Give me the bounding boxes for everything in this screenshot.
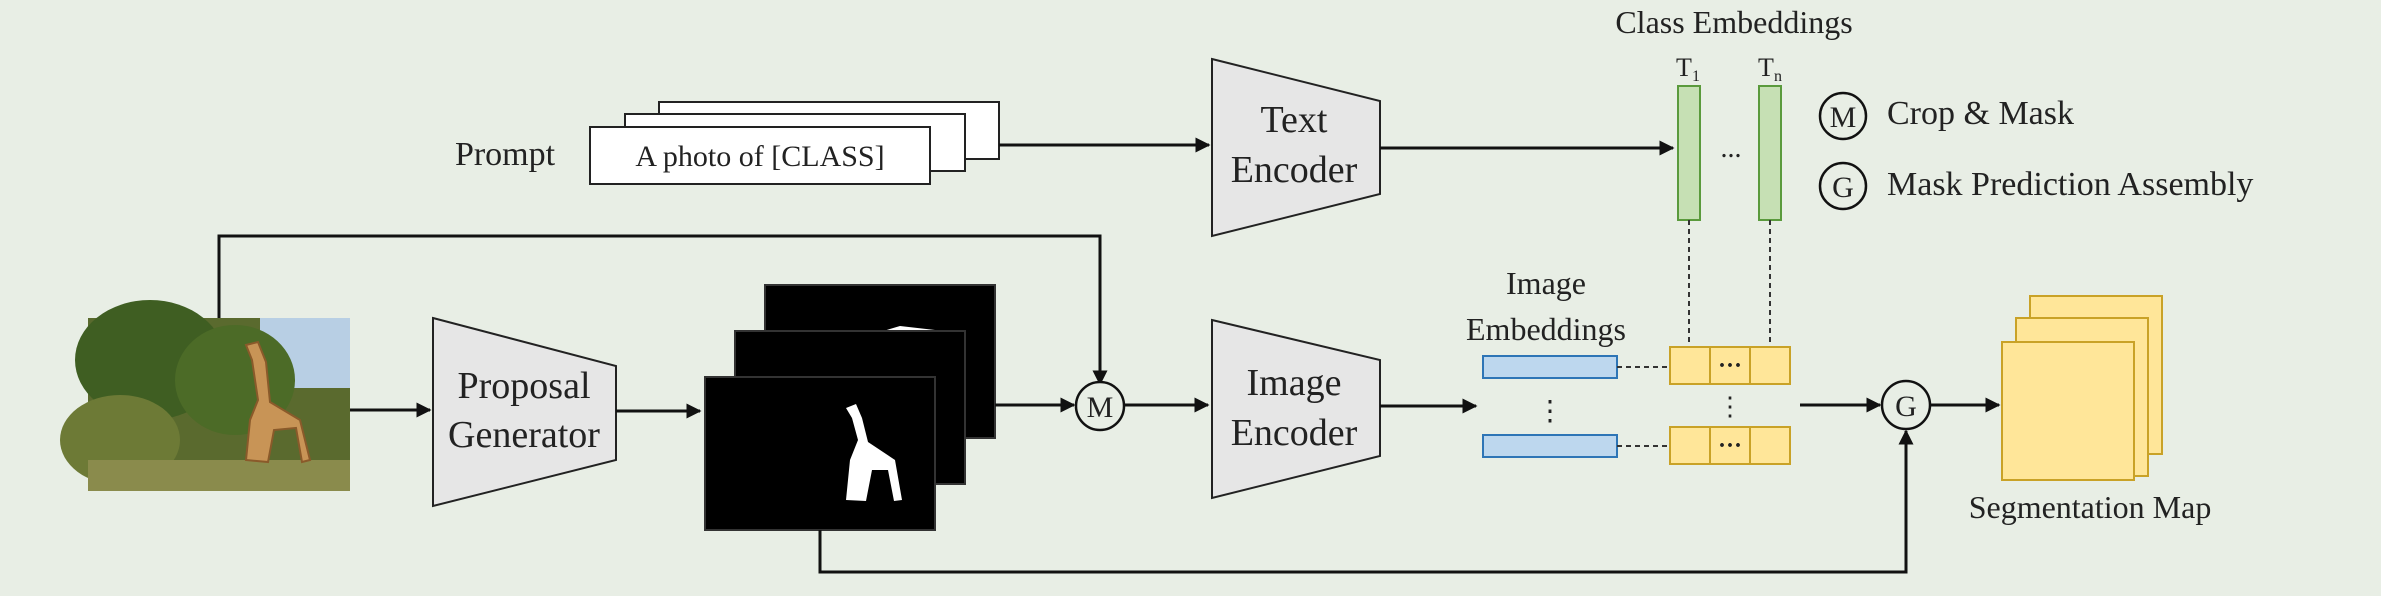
- image-encoder-label-line2: Encoder: [1231, 412, 1358, 454]
- mask-assembly-operator-symbol: G: [1895, 390, 1917, 423]
- tn-label: Tn: [1758, 53, 1782, 85]
- score-row-last: ···: [1669, 426, 1791, 465]
- prompt-label: Prompt: [455, 136, 556, 173]
- legend-m-symbol: M: [1830, 101, 1857, 134]
- image-encoder-label-line1: Image: [1247, 362, 1342, 404]
- legend-m-circle: [1818, 91, 1868, 141]
- score-row-first-ellipsis: ···: [1718, 353, 1742, 379]
- proposal-generator-label-line2: Generator: [448, 414, 600, 456]
- mask-giraffe-silhouette: [846, 404, 902, 501]
- prompt-card-front: [589, 126, 931, 185]
- text-encoder-label-line2: Encoder: [1231, 149, 1358, 191]
- image-to-crop-mask-arrow: [217, 234, 1108, 386]
- text-encoder-block: [1211, 57, 1381, 238]
- image-encoder-block: [1211, 318, 1381, 500]
- image-embeddings-title-line1: Image: [1506, 265, 1586, 301]
- input-photo: [60, 300, 350, 491]
- class-embedding-t1: [1677, 85, 1701, 221]
- crop-mask-operator-symbol: M: [1087, 391, 1114, 424]
- proposal-generator-label-line1: Proposal: [458, 365, 591, 407]
- image-embeddings-title-line2: Embeddings: [1466, 311, 1626, 347]
- class-embedding-tn: [1758, 85, 1782, 221]
- proposal-generator-block: [432, 316, 617, 508]
- masks-to-assembly-arrow: [818, 429, 1914, 574]
- image-embedding-first: [1482, 355, 1618, 379]
- score-rows-vdots: ⋮: [1717, 392, 1743, 421]
- image-embedding-last: [1482, 434, 1618, 458]
- class-embeddings-title: Class Embeddings: [1615, 4, 1852, 40]
- score-row-first: ···: [1669, 346, 1791, 385]
- legend-g-symbol: G: [1832, 171, 1854, 204]
- image-embeddings-vdots: ⋮: [1536, 396, 1564, 427]
- legend-m-text: Crop & Mask: [1887, 95, 2074, 132]
- text-encoder-label-line1: Text: [1261, 99, 1328, 141]
- score-row-last-ellipsis: ···: [1718, 433, 1742, 459]
- legend-g-circle: [1818, 161, 1868, 211]
- t1-label: T1: [1676, 53, 1700, 85]
- segmentation-map-front: [2001, 341, 2135, 481]
- segmentation-map-label: Segmentation Map: [1969, 489, 2212, 525]
- mask-card-front: [704, 376, 936, 531]
- legend-g-text: Mask Prediction Assembly: [1887, 166, 2253, 203]
- prompt-text: A photo of [CLASS]: [635, 140, 884, 173]
- class-embeddings-ellipsis: ...: [1721, 133, 1742, 164]
